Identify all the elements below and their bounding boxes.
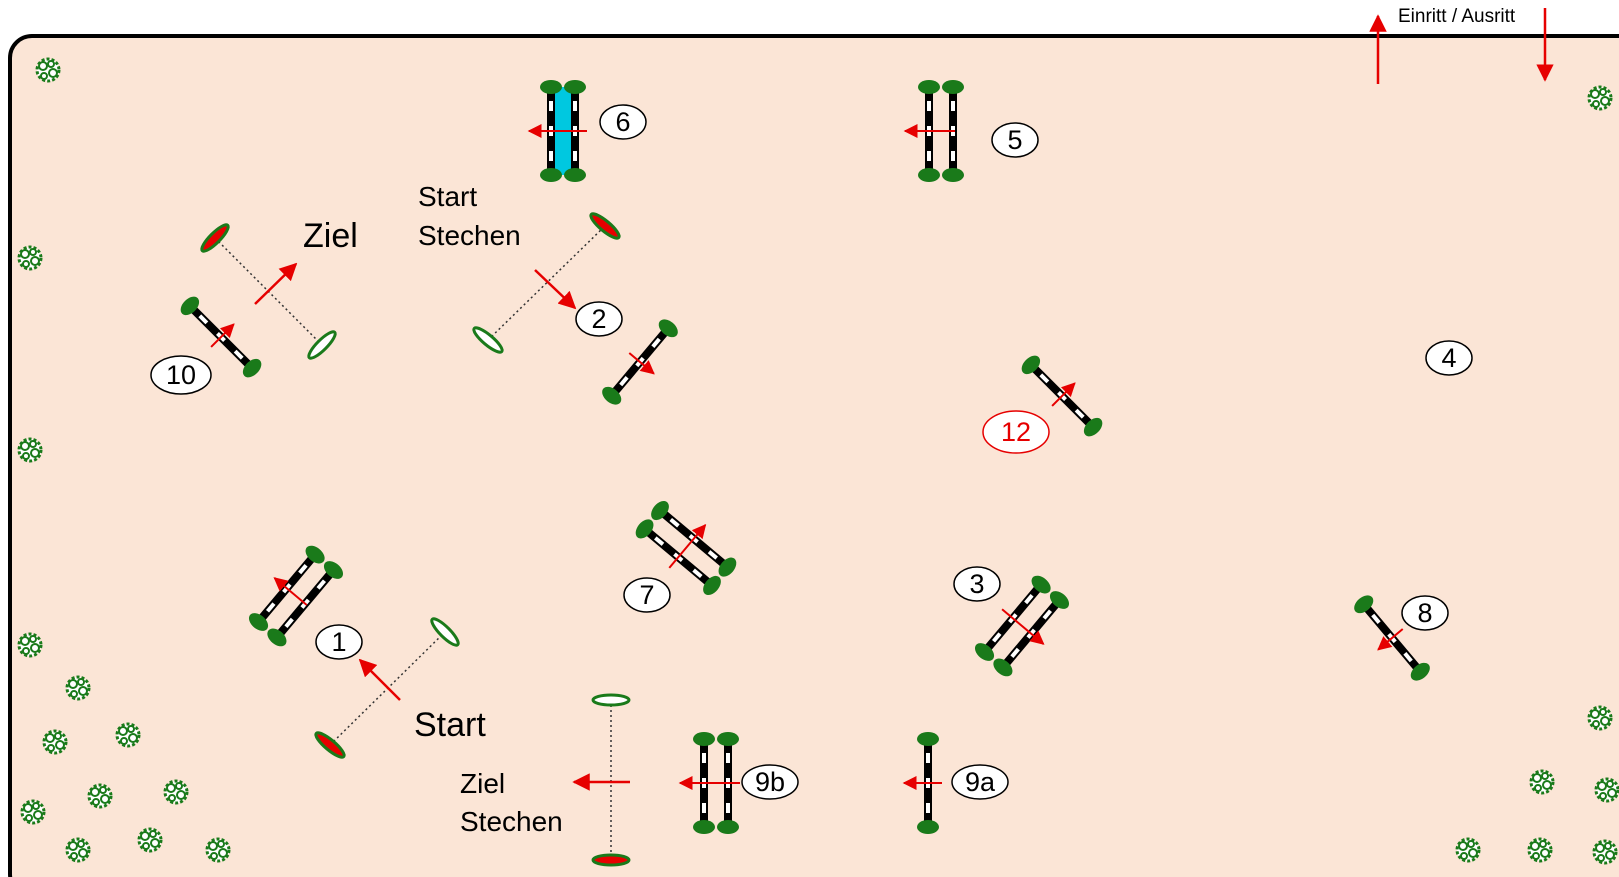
number-3: 3 bbox=[953, 566, 1001, 602]
finish-line: Ziel bbox=[197, 217, 358, 363]
svg-text:8: 8 bbox=[1417, 598, 1432, 628]
svg-text:3: 3 bbox=[969, 569, 984, 599]
start-jumpoff-label-2: Stechen bbox=[418, 220, 521, 251]
svg-text:12: 12 bbox=[1001, 417, 1031, 447]
entrance-marker: Einritt / Ausritt bbox=[1369, 6, 1554, 84]
number-9b: 9b bbox=[741, 764, 799, 800]
number-9a: 9a bbox=[951, 764, 1009, 800]
number-6: 6 bbox=[599, 104, 647, 140]
svg-text:7: 7 bbox=[639, 580, 654, 610]
obstacles bbox=[177, 80, 1434, 834]
number-4: 4 bbox=[1425, 340, 1473, 376]
jump-1 bbox=[245, 542, 347, 650]
entrance-label: Einritt / Ausritt bbox=[1398, 6, 1516, 27]
svg-text:5: 5 bbox=[1007, 125, 1022, 155]
jump-9b bbox=[678, 732, 740, 834]
jump-2 bbox=[598, 315, 682, 409]
number-1: 1 bbox=[315, 624, 363, 660]
number-10: 10 bbox=[150, 355, 212, 395]
start-label: Start bbox=[414, 706, 486, 744]
number-8: 8 bbox=[1401, 595, 1449, 631]
arena bbox=[8, 34, 1619, 877]
svg-text:10: 10 bbox=[166, 360, 196, 390]
svg-text:4: 4 bbox=[1441, 343, 1456, 373]
jump-5 bbox=[903, 80, 964, 182]
finish-jumpoff-label-1: Ziel bbox=[460, 768, 505, 799]
svg-text:9b: 9b bbox=[755, 767, 785, 797]
finish-jumpoff-label-2: Stechen bbox=[460, 806, 563, 837]
start-jumpoff-label-1: Start bbox=[418, 181, 477, 212]
finish-label: Ziel bbox=[303, 217, 358, 255]
svg-text:9a: 9a bbox=[965, 767, 996, 797]
number-7: 7 bbox=[623, 577, 671, 613]
svg-text:2: 2 bbox=[591, 304, 606, 334]
number-2: 2 bbox=[575, 301, 623, 337]
jump-9a bbox=[902, 732, 942, 834]
jump-3 bbox=[971, 572, 1073, 680]
jump-10 bbox=[177, 293, 265, 381]
number-12: 12 bbox=[982, 410, 1050, 454]
svg-text:1: 1 bbox=[331, 627, 346, 657]
jump-6 bbox=[527, 80, 587, 182]
start-line: Start bbox=[311, 614, 486, 762]
number-5: 5 bbox=[991, 122, 1039, 158]
jump-12 bbox=[1018, 352, 1106, 440]
jump-8 bbox=[1350, 591, 1434, 685]
svg-text:6: 6 bbox=[615, 107, 630, 137]
start-jumpoff-line: Start Stechen bbox=[418, 181, 624, 357]
obstacle-numbers: 1 2 3 4 5 6 7 8 9a 9b 10 12 bbox=[150, 104, 1473, 800]
jump-7 bbox=[632, 497, 740, 599]
finish-jumpoff-line: Ziel Stechen bbox=[460, 693, 631, 867]
